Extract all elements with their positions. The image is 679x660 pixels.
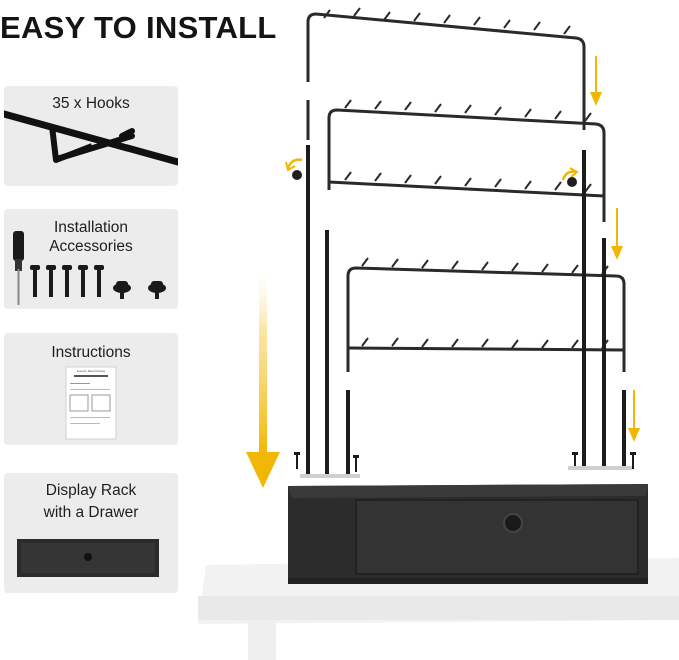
hook-icon	[4, 110, 178, 166]
card-instructions-title: Instructions	[51, 344, 131, 361]
knob-icon	[113, 281, 166, 299]
drawer-knob-icon	[503, 513, 523, 533]
card-drawer: Display Rack with a Drawer	[4, 473, 178, 593]
drawer-cabinet	[288, 484, 648, 584]
rack-poles	[306, 145, 626, 475]
drawer-icon	[17, 539, 159, 577]
rotate-arrow-icon	[285, 158, 579, 181]
card-accessories-title-line2: Accessories	[49, 238, 133, 255]
rack-top	[306, 7, 586, 140]
booklet-title: Jewelry Rack Display	[76, 369, 106, 373]
headline: EASY TO INSTALL	[0, 10, 277, 45]
accessories-illustration	[13, 231, 166, 305]
card-accessories-title-line1: Installation	[53, 219, 129, 236]
down-arrow-icon	[246, 262, 280, 488]
pole-knobs	[292, 170, 577, 187]
screw-icon	[294, 452, 636, 472]
card-instructions: Instructions Jewelry Rack Display	[4, 333, 178, 445]
small-down-arrows	[590, 56, 640, 442]
card-hooks-title: 35 x Hooks	[52, 95, 130, 112]
screwdriver-icon	[13, 231, 24, 305]
card-drawer-title-line2: with a Drawer	[43, 504, 139, 521]
booklet-icon	[65, 366, 117, 440]
card-accessories: Installation Accessories	[4, 209, 178, 309]
screw-icon	[30, 265, 104, 297]
card-hooks: 35 x Hooks	[4, 86, 178, 186]
base-plates	[300, 466, 632, 478]
rack-middle	[327, 99, 606, 222]
card-drawer-title-line1: Display Rack	[45, 482, 137, 499]
